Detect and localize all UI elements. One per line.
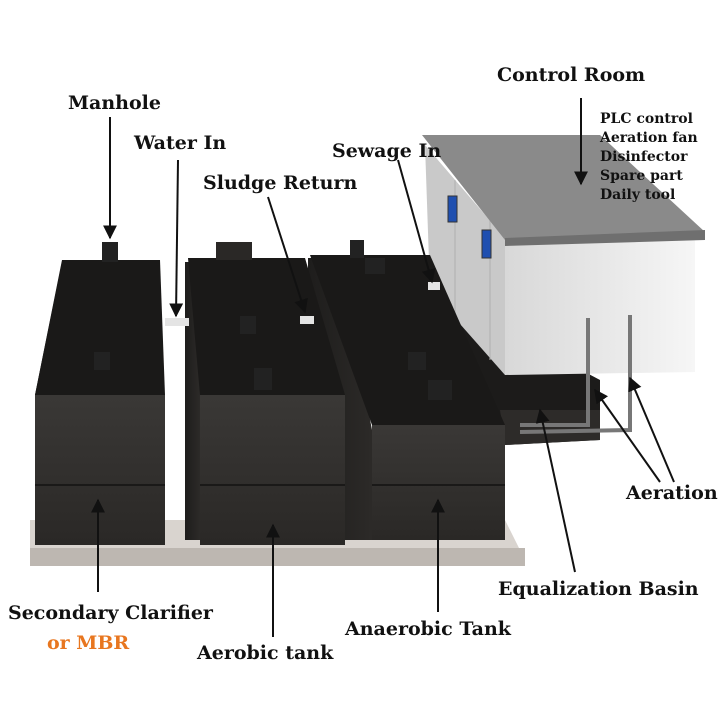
anaerobic-tank-manhole xyxy=(408,352,426,370)
equalization-basin-label: Equalization Basin xyxy=(498,578,699,600)
control-room-window xyxy=(447,195,458,223)
anaerobic-tank-manhole xyxy=(428,380,452,400)
connecting-pipe xyxy=(428,282,440,290)
aeration-label: Aeration xyxy=(626,482,718,504)
aeration-pipe xyxy=(520,318,590,427)
aerobic-tank-front xyxy=(200,395,345,545)
control-room-equipment-list: PLC control Aeration fan Disinfector Spa… xyxy=(600,110,698,205)
manhole-label: Manhole xyxy=(68,92,161,114)
callout-equalization-basin xyxy=(535,408,576,573)
clarifier-top xyxy=(35,260,165,395)
control-room-label: Control Room xyxy=(497,64,646,86)
aerobic-tank-manhole xyxy=(216,242,252,260)
control-room-window xyxy=(481,229,492,259)
clarifier-manhole xyxy=(94,352,110,370)
sewage-in-label: Sewage In xyxy=(332,140,442,162)
anaerobic-tank-manhole xyxy=(350,240,364,258)
connecting-pipe xyxy=(300,316,314,324)
equipment-item: PLC control xyxy=(600,111,693,127)
equipment-item: Aeration fan xyxy=(600,130,698,146)
control-room-roof xyxy=(422,135,705,240)
callout-aeration xyxy=(594,388,661,483)
aerobic-tank-top xyxy=(188,258,345,395)
callout-aeration xyxy=(628,376,675,483)
control-room-wall-left xyxy=(425,145,505,375)
callout-sewage-in xyxy=(397,159,436,284)
anaerobic-tank-label: Anaerobic Tank xyxy=(345,618,511,640)
or-mbr-label: or MBR xyxy=(47,632,130,654)
equalization-basin-top xyxy=(500,410,600,445)
equipment-item: Disinfector xyxy=(600,149,688,165)
control-room-wall-front xyxy=(505,238,695,375)
clarifier-manhole xyxy=(102,242,118,262)
anaerobic-tank-manhole xyxy=(365,258,385,274)
clarifier-front xyxy=(35,395,165,545)
aerobic-tank-manhole xyxy=(254,368,272,390)
aerobic-tank-label: Aerobic tank xyxy=(197,642,334,664)
sludge-return-label: Sludge Return xyxy=(203,172,358,194)
secondary-clarifier-label: Secondary Clarifier xyxy=(8,602,213,624)
aerobic-tank-manhole xyxy=(240,316,256,334)
callout-water-in xyxy=(169,159,184,318)
anaerobic-tank-top xyxy=(310,255,505,425)
water-in-label: Water In xyxy=(134,132,227,154)
concrete-base-edge xyxy=(30,548,525,566)
connecting-pipe xyxy=(165,318,189,326)
equipment-item: Daily tool xyxy=(600,187,676,203)
callout-sludge-return xyxy=(267,196,308,314)
equipment-item: Spare part xyxy=(600,168,683,184)
control-room-roof-edge xyxy=(505,230,705,246)
aeration-pipe xyxy=(519,315,632,434)
